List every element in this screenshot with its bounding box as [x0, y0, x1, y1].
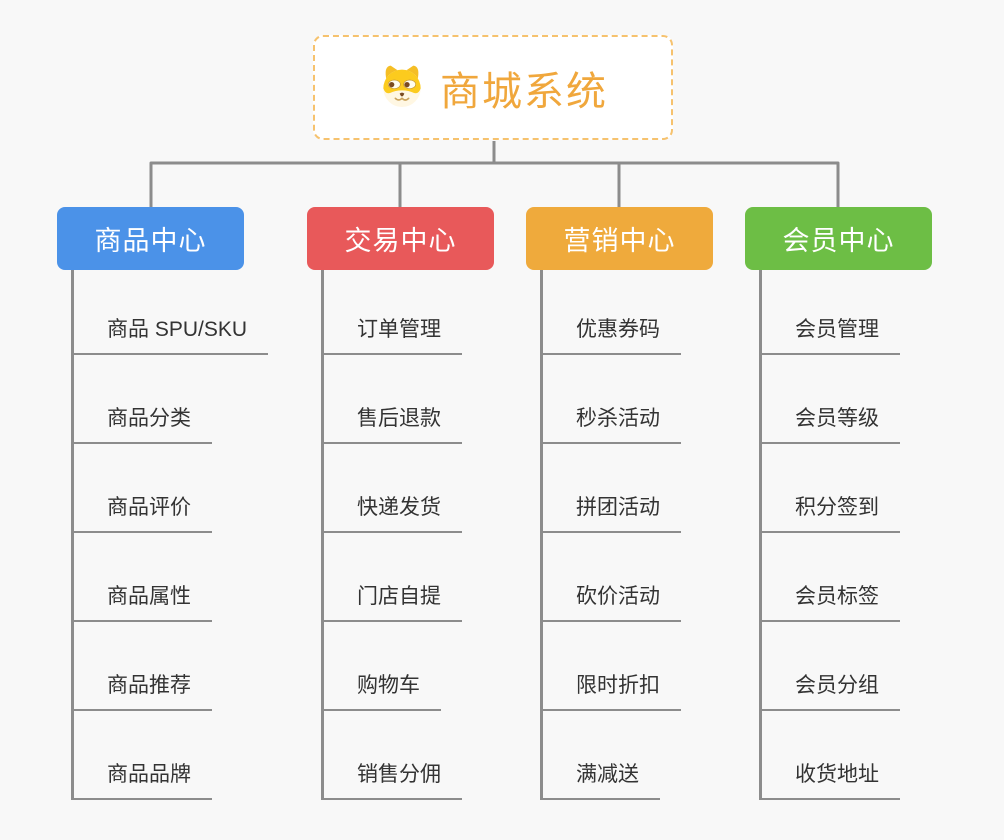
leaf-node[interactable]: 收货地址	[762, 758, 900, 800]
leaf-node[interactable]: 限时折扣	[543, 669, 681, 711]
leaf-node[interactable]: 会员分组	[762, 669, 900, 711]
leaf-node[interactable]: 商品评价	[74, 491, 212, 533]
branch-column-member-center: 会员管理 会员等级 积分签到 会员标签 会员分组 收货地址	[759, 270, 1004, 800]
leaf-node[interactable]: 商品推荐	[74, 669, 212, 711]
leaf-node[interactable]: 商品属性	[74, 580, 212, 622]
leaf-node[interactable]: 拼团活动	[543, 491, 681, 533]
leaf-node[interactable]: 秒杀活动	[543, 402, 681, 444]
leaf-node[interactable]: 订单管理	[324, 313, 462, 355]
leaf-node[interactable]: 砍价活动	[543, 580, 681, 622]
branch-column-trade-center: 订单管理 售后退款 快递发货 门店自提 购物车 销售分佣	[321, 270, 574, 800]
branch-header-marketing-center[interactable]: 营销中心	[526, 207, 713, 270]
branch-column-product-center: 商品 SPU/SKU 商品分类 商品评价 商品属性 商品推荐 商品品牌	[71, 270, 324, 800]
connector-bus	[149, 161, 840, 207]
leaf-node[interactable]: 门店自提	[324, 580, 462, 622]
leaf-node[interactable]: 售后退款	[324, 402, 462, 444]
branch-column-marketing-center: 优惠券码 秒杀活动 拼团活动 砍价活动 限时折扣 满减送	[540, 270, 793, 800]
branch-header-member-center[interactable]: 会员中心	[745, 207, 932, 270]
leaf-node[interactable]: 快递发货	[324, 491, 462, 533]
leaf-node[interactable]: 满减送	[543, 758, 660, 800]
leaf-node[interactable]: 优惠券码	[543, 313, 681, 355]
leaf-node[interactable]: 会员标签	[762, 580, 900, 622]
leaf-node[interactable]: 销售分佣	[324, 758, 462, 800]
branch-header-trade-center[interactable]: 交易中心	[307, 207, 494, 270]
leaf-node[interactable]: 商品 SPU/SKU	[74, 313, 269, 355]
leaf-node[interactable]: 会员等级	[762, 402, 900, 444]
root-title: 商城系统	[440, 69, 608, 114]
leaf-node[interactable]: 积分签到	[762, 491, 900, 533]
branch-header-product-center[interactable]: 商品中心	[57, 207, 244, 270]
leaf-node[interactable]: 商品品牌	[74, 758, 212, 800]
root-node[interactable]: 商城系统	[313, 35, 673, 140]
leaf-node[interactable]: 会员管理	[762, 313, 900, 355]
dog-face-icon	[378, 60, 426, 115]
leaf-node[interactable]: 购物车	[324, 669, 441, 711]
leaf-node[interactable]: 商品分类	[74, 402, 212, 444]
